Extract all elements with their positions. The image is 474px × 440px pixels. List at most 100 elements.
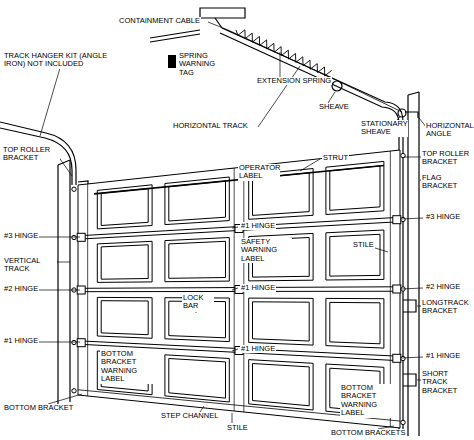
roller (72, 187, 76, 191)
panel-inset (253, 302, 310, 341)
panel-inset (101, 245, 148, 279)
drawing-stroke (328, 92, 335, 103)
drawing-stroke (38, 342, 80, 343)
drawing-stroke (280, 52, 281, 77)
raised-panel (97, 297, 152, 338)
drawing-stroke (48, 394, 82, 404)
drawing-stroke (56, 262, 70, 263)
part-label: EXTENSION SPRING (256, 77, 332, 85)
door-frame (0, 8, 419, 436)
part-label: #2 HINGE (3, 285, 39, 293)
part-label: TRACK HANGER KIT (ANGLE IRON) NOT INCLUD… (3, 52, 115, 69)
drawing-stroke (405, 112, 418, 118)
drawing-stroke (332, 81, 342, 91)
drawing-stroke (232, 349, 238, 351)
drawing-stroke (403, 300, 416, 386)
panel-inset (253, 364, 310, 406)
panel-inset (101, 189, 148, 226)
part-label: #2 HINGE (425, 283, 461, 291)
raised-panel (165, 355, 229, 402)
part-label: HORIZONTAL ANGLE (425, 122, 471, 139)
section-joint (78, 217, 400, 236)
raised-panel (165, 238, 229, 282)
part-label: #1 HINGE (3, 337, 39, 345)
part-label: SAFETY WARNING LABEL (240, 238, 292, 263)
part-label: LOCK BAR (182, 294, 214, 311)
drawing-stroke (0, 122, 76, 185)
roller (401, 356, 405, 360)
door-sections (72, 150, 405, 428)
part-label: BOTTOM BRACKET WARNING LABEL (100, 350, 160, 384)
drawing-stroke (398, 109, 406, 117)
part-label: SPRING WARNING TAG (178, 52, 224, 77)
spring-coil (236, 30, 332, 76)
part-label: CONTAINMENT CABLE (118, 17, 201, 25)
drawing-stroke (200, 8, 245, 18)
drawing-stroke (58, 160, 70, 405)
drawing-stroke (0, 128, 72, 185)
part-label: STRUT (322, 154, 349, 162)
leader-lines (38, 22, 427, 429)
part-label: SHORT TRACK BRACKET (421, 370, 471, 395)
stile-line (87, 184, 88, 396)
drawing-stroke (38, 290, 80, 291)
part-label: OPERATOR LABEL (238, 164, 280, 181)
drawing-stroke (150, 30, 200, 42)
panel-inset (169, 241, 226, 278)
part-label: BOTTOM BRACKET WARNING LABEL (340, 384, 398, 418)
extension-spring (236, 30, 332, 76)
raised-panel (326, 230, 384, 280)
panel-inset (101, 301, 148, 335)
panel-inset (169, 359, 226, 399)
drawing-stroke (232, 227, 238, 228)
part-label: #1 HINGE (240, 284, 276, 292)
drawing-stroke (401, 218, 423, 219)
panel-inset (330, 166, 380, 210)
part-label: #3 HINGE (3, 232, 39, 240)
part-label: #1 HINGE (240, 222, 276, 230)
part-label: FLAG BRACKET (421, 174, 471, 191)
roller (401, 420, 405, 424)
drawing-stroke (300, 159, 320, 171)
drawing-stroke (408, 92, 419, 436)
part-label: STEP CHANNEL (160, 412, 219, 420)
door-outline (78, 150, 400, 428)
drawing-stroke (228, 30, 340, 82)
raised-panel (97, 241, 152, 282)
hinge (393, 354, 401, 362)
drawing-stroke (168, 55, 176, 68)
part-label: STATIONARY SHEAVE (360, 120, 408, 137)
drawing-stroke (208, 22, 228, 30)
drawing-stroke (258, 66, 300, 127)
drawing-stroke (232, 288, 238, 290)
drawing-stroke (40, 68, 60, 136)
drawing-stroke (401, 288, 423, 289)
section-joint (78, 222, 400, 239)
part-label: STILE (352, 241, 375, 249)
part-label: SHEAVE (318, 103, 350, 111)
hinge (77, 339, 85, 347)
hinge (393, 285, 401, 293)
drawing-stroke (38, 237, 80, 238)
part-label: #1 HINGE (425, 352, 461, 360)
roller (72, 235, 76, 239)
roller (401, 217, 405, 221)
part-label: HORIZONTAL TRACK (172, 122, 249, 130)
hinge (393, 216, 401, 224)
roller (72, 389, 76, 393)
part-label: LONGTRACK BRACKET (421, 299, 471, 316)
part-label: #1 HINGE (240, 345, 276, 353)
roller (72, 340, 76, 344)
part-label: TOP ROLLER BRACKET (421, 150, 471, 167)
raised-panel (249, 360, 313, 410)
panel-inset (330, 234, 380, 276)
raised-panel (326, 298, 384, 348)
raised-panel (326, 161, 384, 214)
part-label: TOP ROLLER BRACKET (2, 146, 60, 163)
part-label: VERTICAL TRACK (3, 257, 57, 274)
raised-panel (97, 185, 152, 229)
drawing-stroke (58, 156, 72, 176)
part-label: BOTTOM BRACKETS (330, 429, 406, 437)
part-label: #3 HINGE (425, 213, 461, 221)
